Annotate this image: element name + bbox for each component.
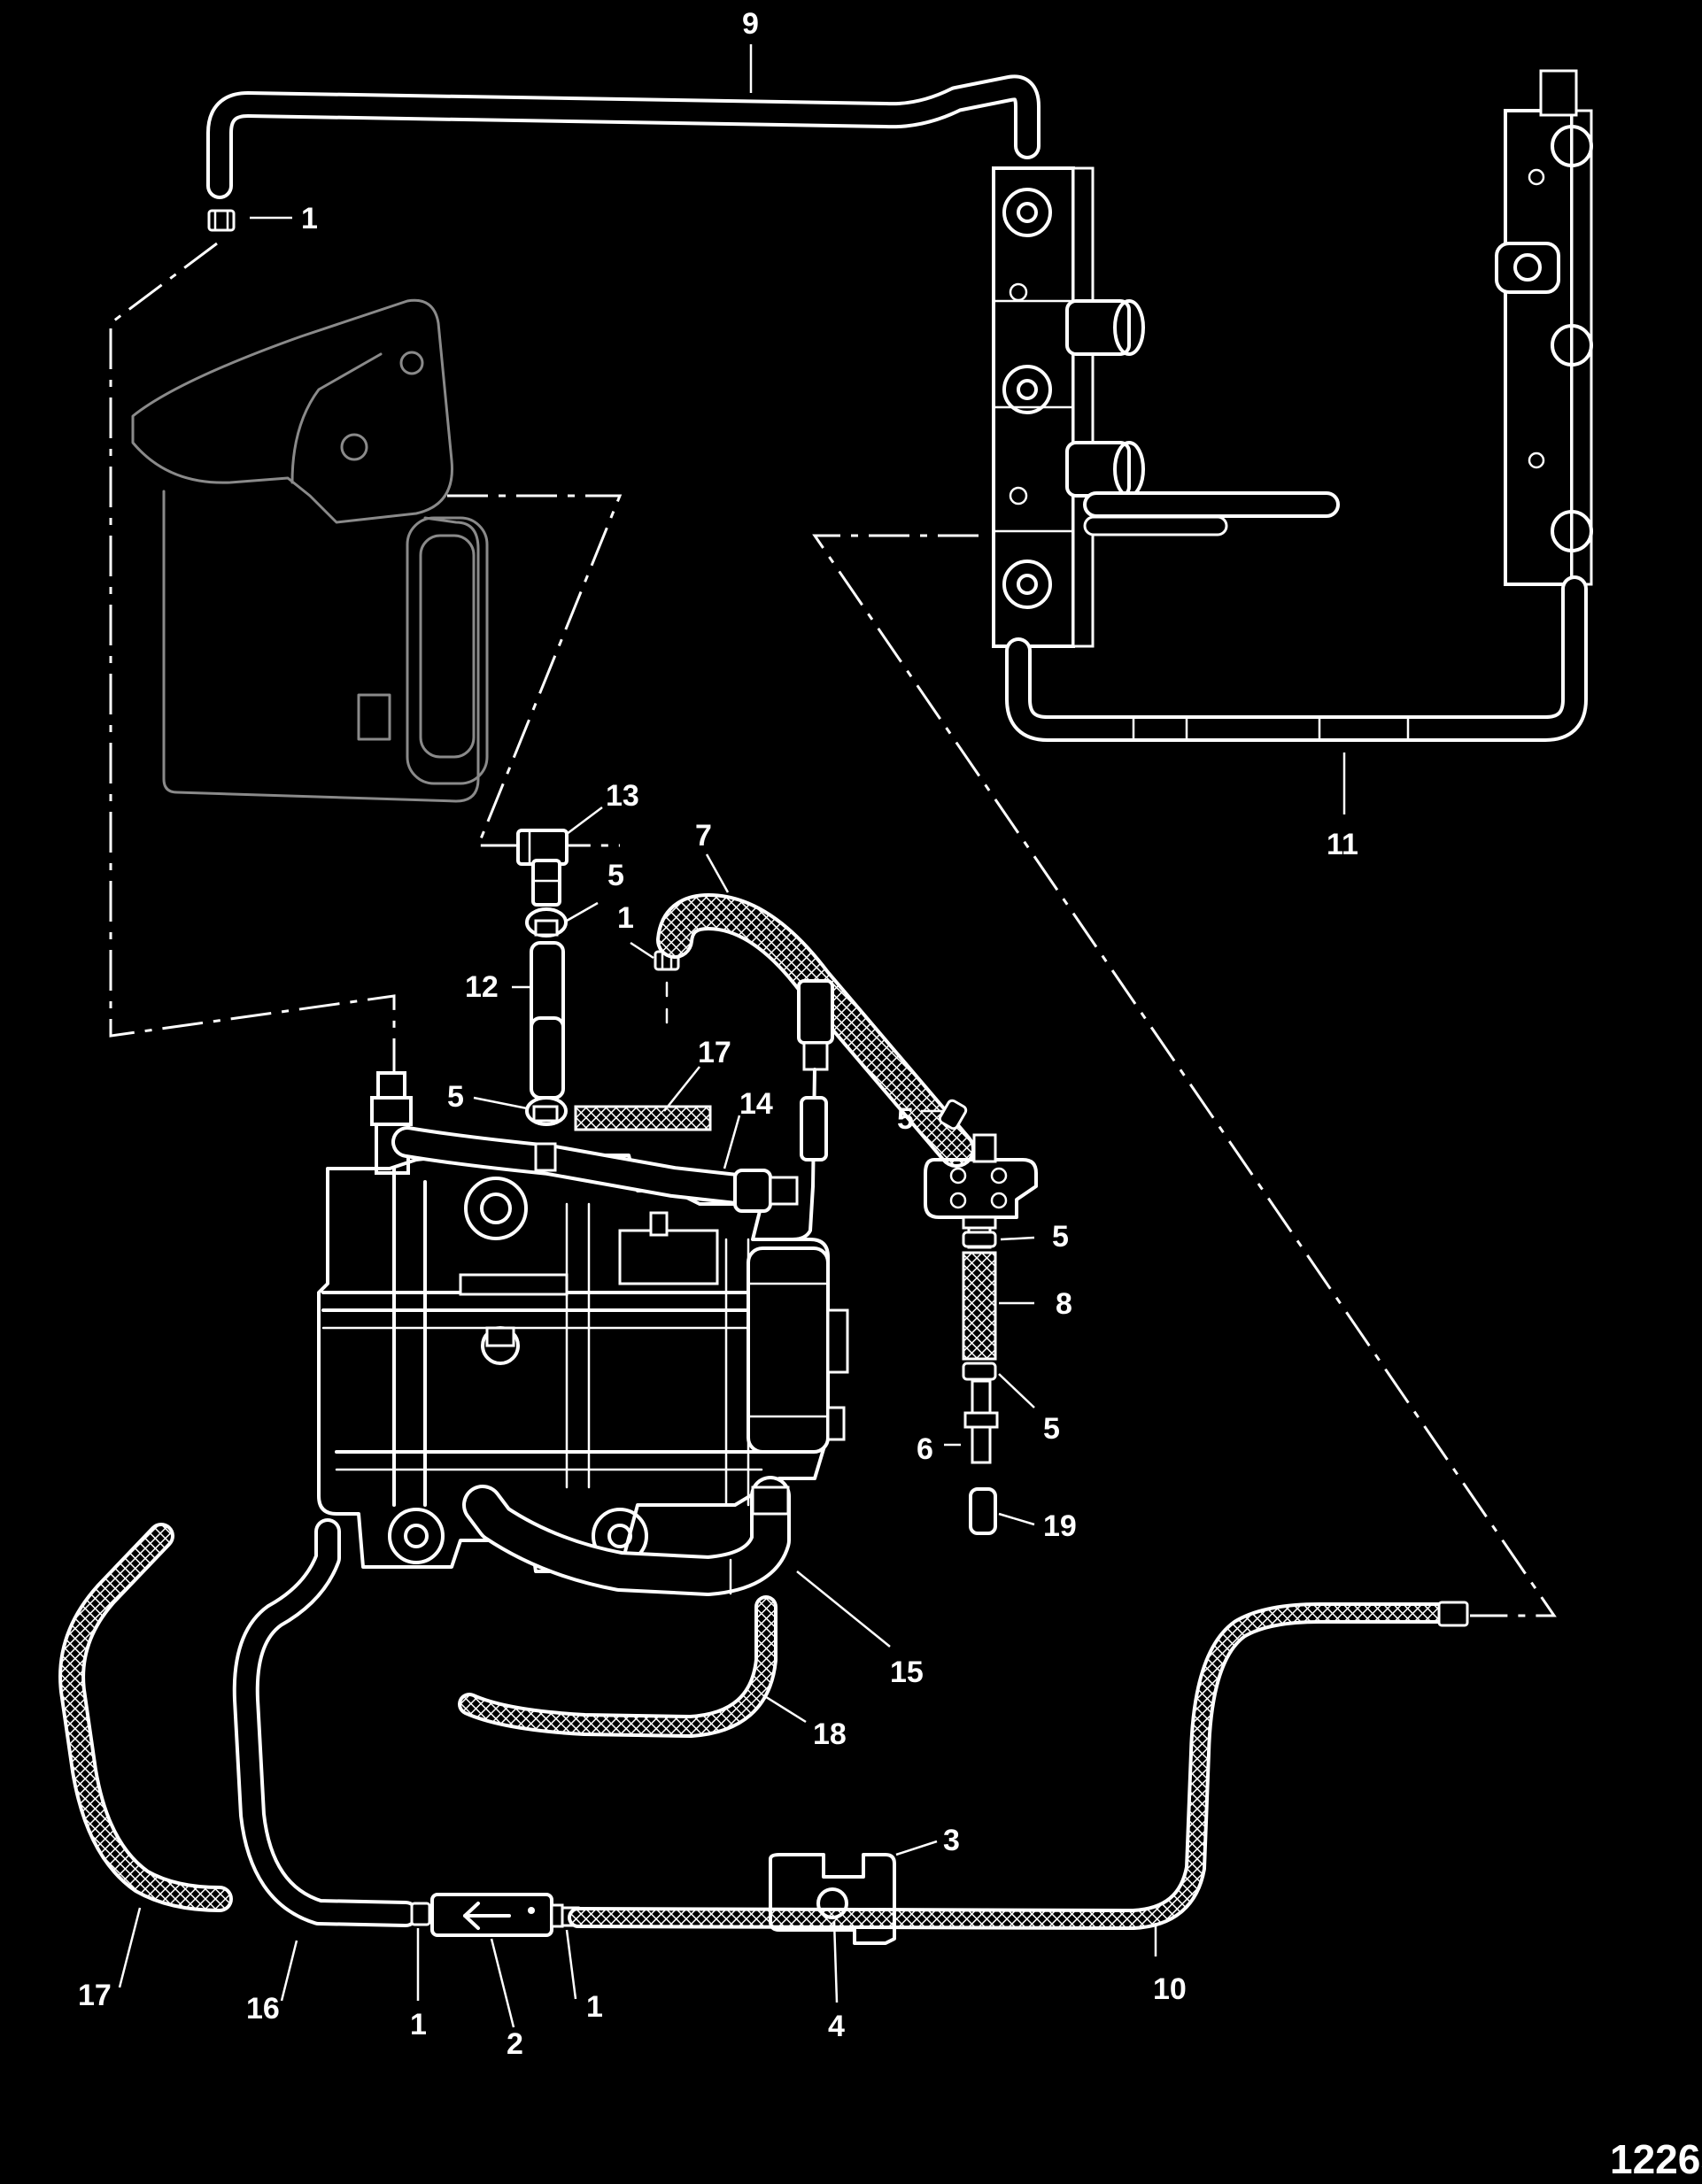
hose-17-short [574,1105,712,1131]
callout-17-long: 17 [78,1979,112,2012]
callout-19: 19 [1043,1509,1077,1543]
callout-10: 10 [1153,1972,1187,2006]
hose-9 [206,74,1041,199]
injector-ports-rear [1495,125,1593,552]
clamp-5-pump-upper [962,1231,997,1248]
leader-lines [118,44,1346,2028]
figure-number: 12265 [1610,2136,1702,2182]
water-separating-fuel-filter-2 [430,1893,564,1937]
callout-16: 16 [246,1992,280,2026]
fuel-pump-small [924,1099,1038,1249]
callout-4: 4 [828,2010,845,2043]
callout-1-filter-right: 1 [586,1990,603,2024]
callout-5-upper: 5 [607,859,624,892]
hose-10 [568,1601,1469,1930]
fuel-rail-assembly-11 [992,69,1593,742]
callout-1-top: 1 [301,202,318,235]
injector-ports-front [1002,188,1052,609]
elbow-fitting-13 [516,829,569,907]
electrical-connector [791,979,834,1241]
hose-8 [962,1251,997,1361]
clamp-5-pump-lower [962,1362,997,1381]
callout-7: 7 [695,819,712,853]
fitting-6 [963,1379,999,1464]
clamp-5-upper [525,907,568,938]
callout-5-pump-top: 5 [897,1102,914,1136]
hose-16 [232,1518,419,1927]
callout-12: 12 [465,970,499,1004]
callout-14: 14 [739,1087,773,1121]
grommet-4 [816,1887,848,1919]
hose-15 [462,1476,791,1596]
guide-lines [109,242,1557,1617]
cap-19 [969,1487,997,1535]
hose-17-long [58,1523,233,1912]
hose-18 [458,1595,778,1738]
callout-1-filter-left: 1 [410,2008,427,2041]
callout-17-short: 17 [698,1036,731,1069]
vapor-separator-tank [131,298,489,803]
bracket-3 [769,1853,896,1945]
callout-5-lower: 5 [447,1080,464,1114]
callout-8: 8 [1056,1287,1072,1321]
callout-13: 13 [606,779,639,813]
callout-1-middle: 1 [617,901,634,935]
callout-5-pump-upper: 5 [1052,1220,1069,1254]
hose-7 [656,893,975,1168]
callout-11: 11 [1327,828,1358,861]
callout-5-pump-lower: 5 [1043,1412,1060,1446]
callout-18: 18 [813,1717,847,1751]
clamp-5-lower [525,1096,568,1126]
fitting-1-middle [654,950,680,1024]
callout-9: 9 [742,7,759,41]
callout-labels: 9 1 11 13 7 5 1 12 17 5 14 5 5 8 5 6 19 … [78,7,1358,2061]
fitting-1-top [207,209,236,232]
hose-12 [530,941,565,1100]
callout-6: 6 [917,1432,933,1466]
callout-3: 3 [943,1824,960,1857]
callout-2: 2 [507,2027,523,2061]
fuel-pump-assembly [317,1071,849,1573]
callout-15: 15 [890,1655,924,1689]
fitting-1-filter-left [410,1902,431,1926]
